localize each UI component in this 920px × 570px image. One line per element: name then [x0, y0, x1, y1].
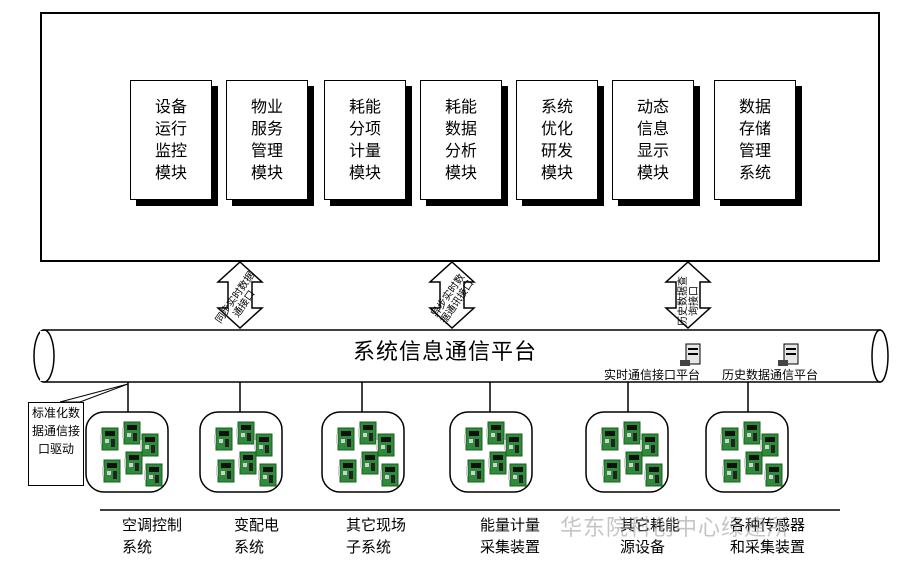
module-system-optimization: 系统优化研发模块 — [516, 80, 604, 206]
module-label: 系统优化研发模块 — [540, 97, 573, 182]
sync-interface-arrow — [216, 260, 264, 330]
realtime-server-icon — [680, 343, 701, 366]
subsystem-label-energy-metering: 能量计量采集装置 — [480, 516, 541, 556]
module-label: 耗能数据分析模块 — [444, 97, 477, 182]
device-group-hvac — [85, 411, 169, 493]
history-server-icon — [778, 343, 799, 366]
device-group-other-energy — [585, 411, 669, 493]
module-property-service: 物业服务管理模块 — [226, 80, 314, 206]
device-group-power-distribution — [199, 411, 283, 493]
communication-platform-pipe — [33, 329, 889, 383]
driver-callout-pointer — [59, 383, 129, 403]
async-interface-arrow — [428, 260, 476, 330]
module-label: 动态信息显示模块 — [636, 97, 669, 182]
realtime-interface-label: 实时通信接口平台 — [604, 368, 701, 382]
subsystem-label-hvac: 空调控制系统 — [122, 516, 183, 556]
module-label: 耗能分项计量模块 — [348, 97, 381, 182]
subsystem-label-other-energy: 其它耗能源设备 — [620, 516, 681, 556]
driver-label: 标准化数据通信接口驱动 — [28, 402, 84, 486]
device-group-sensors — [705, 411, 789, 493]
history-interface-arrow — [664, 260, 712, 330]
history-interface-label: 历史数据查询接口 — [678, 276, 700, 326]
module-energy-analysis: 耗能数据分析模块 — [420, 80, 508, 206]
module-label: 物业服务管理模块 — [250, 97, 283, 182]
platform-title: 系统信息通信平台 — [352, 340, 537, 365]
subsystem-label-sensors: 各种传感器和采集装置 — [730, 516, 806, 556]
device-group-energy-metering — [449, 411, 533, 493]
watermark: 华东院科创中心绿建所 — [560, 516, 791, 541]
module-equipment-monitoring: 设备运行监控模块 — [130, 80, 218, 206]
module-energy-metering: 耗能分项计量模块 — [324, 80, 412, 206]
subsystem-label-other-field: 其它现场子系统 — [346, 516, 407, 556]
module-dynamic-display: 动态信息显示模块 — [612, 80, 700, 206]
module-label: 设备运行监控模块 — [154, 97, 187, 182]
module-label: 数据存储管理系统 — [738, 97, 771, 182]
device-connectors — [127, 382, 749, 412]
history-platform-label: 历史数据通信平台 — [722, 368, 819, 382]
module-data-storage: 数据存储管理系统 — [714, 80, 802, 206]
device-group-other-field — [321, 411, 405, 493]
subsystem-label-power: 变配电系统 — [234, 516, 280, 556]
